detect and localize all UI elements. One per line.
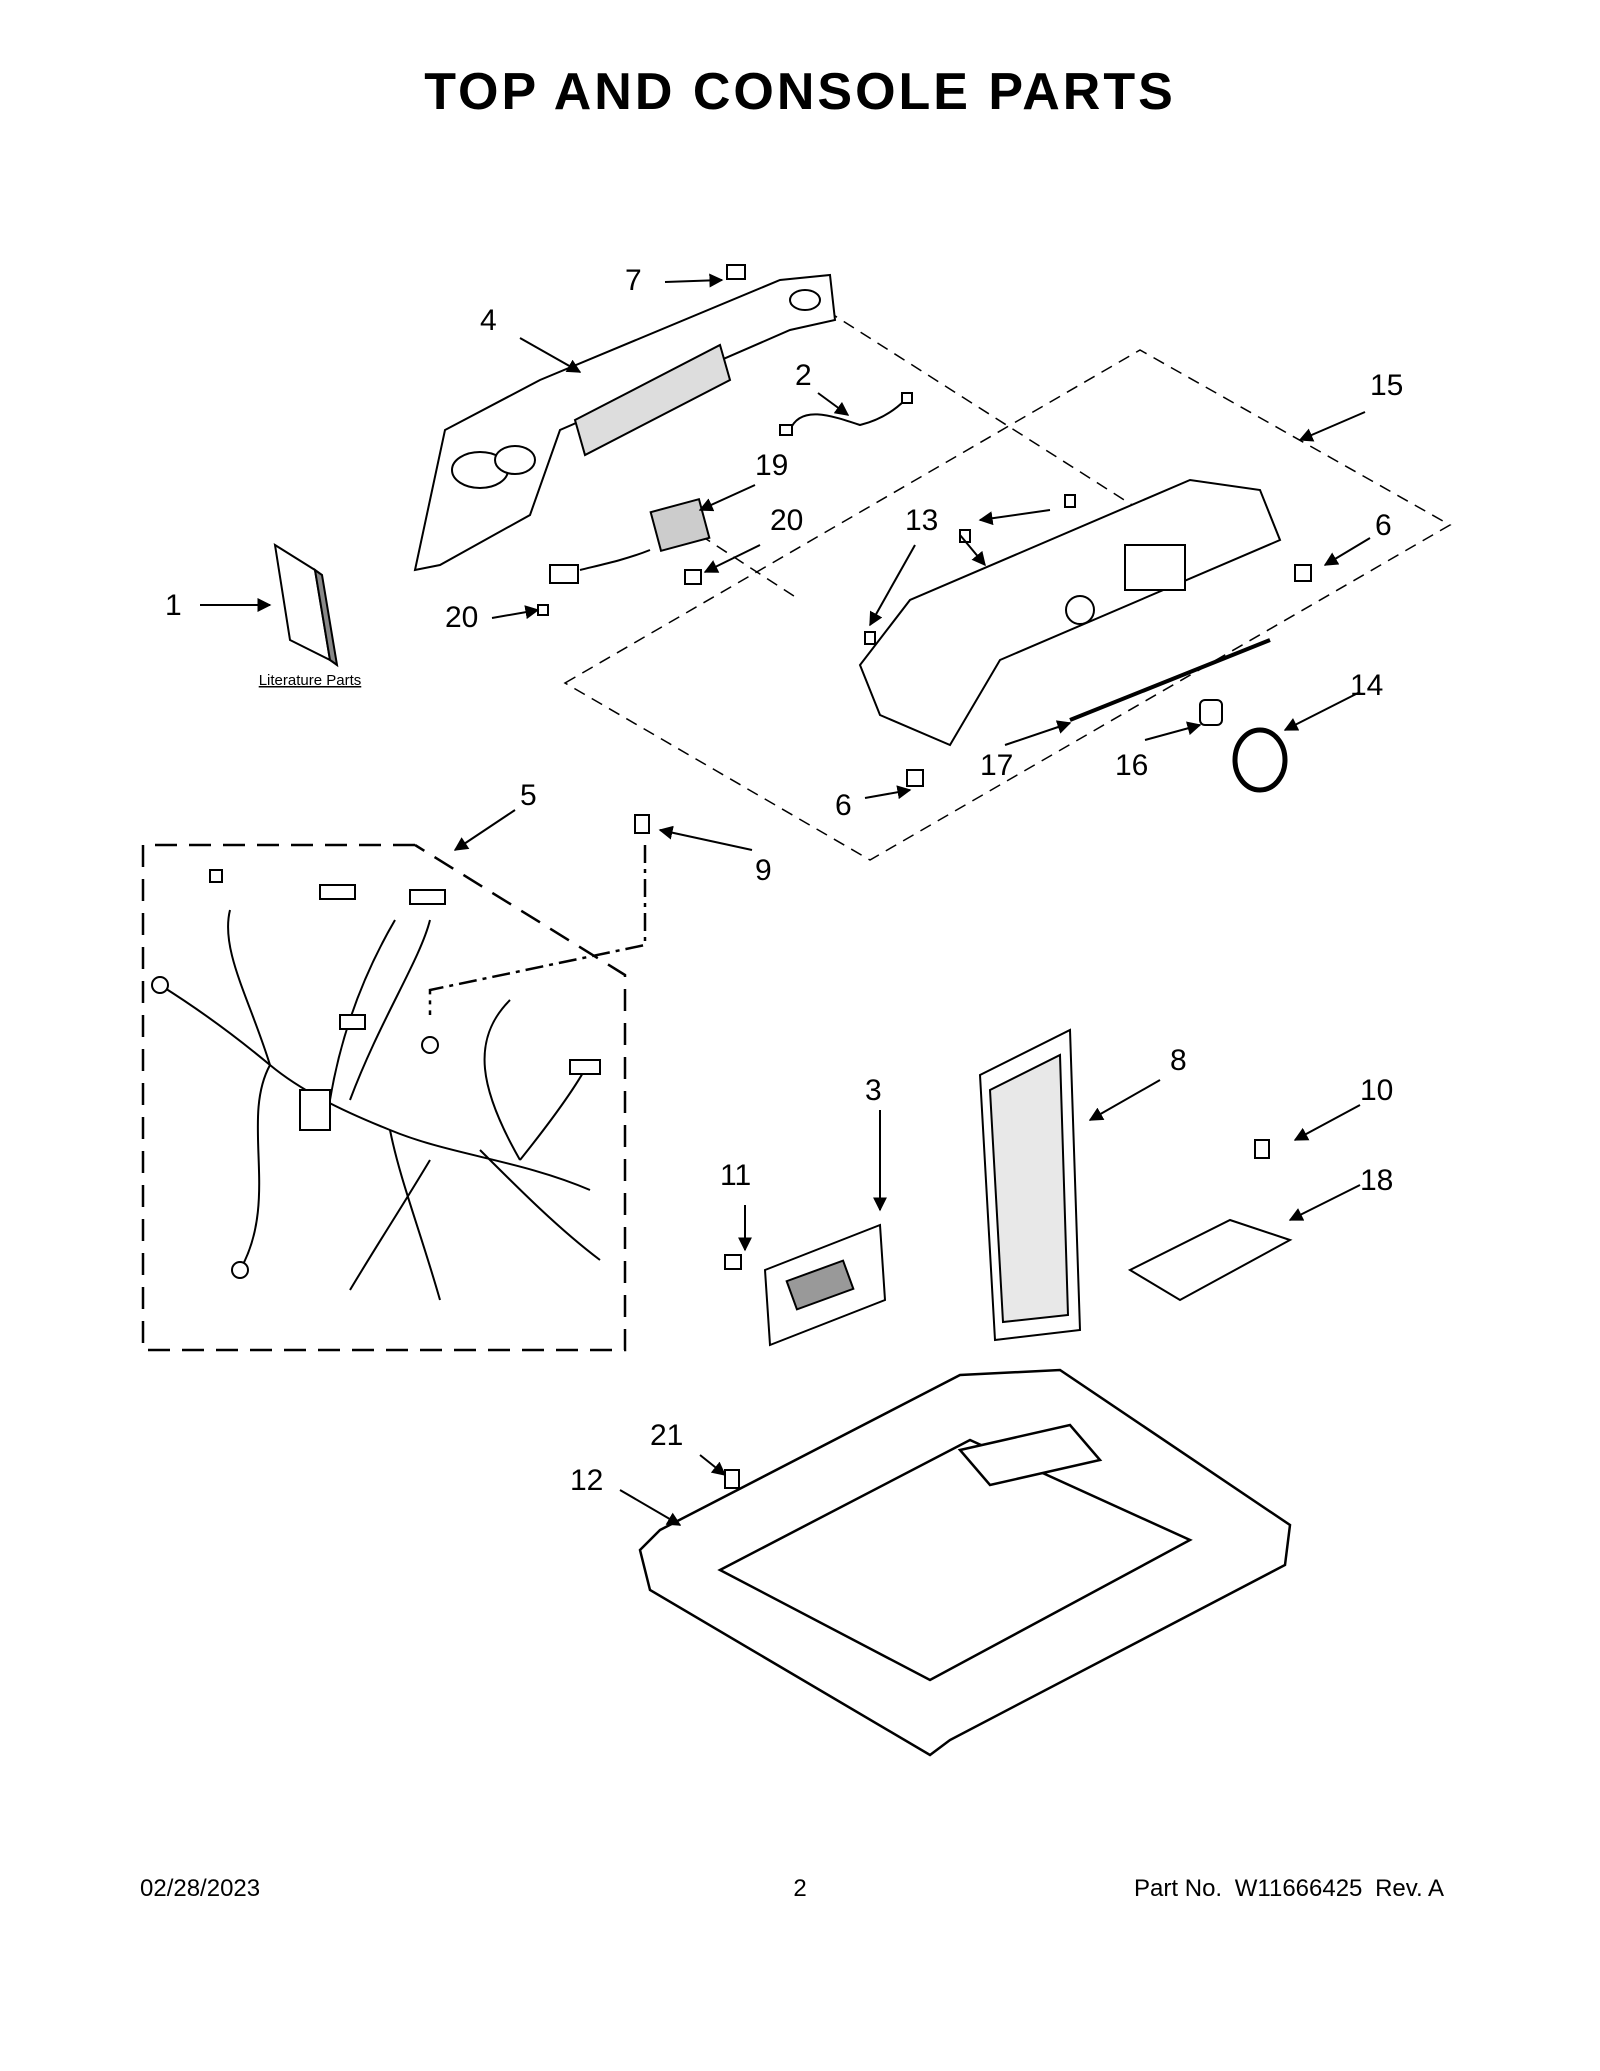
footer-page-number: 2 — [793, 1875, 807, 1902]
callout-11: 11 — [720, 1159, 751, 1192]
callout-18: 18 — [1360, 1164, 1393, 1197]
footer-date: 02/28/2023 — [140, 1875, 261, 1902]
callout-19: 19 — [755, 449, 788, 482]
callout-9: 9 — [755, 854, 772, 887]
console-assembly-outline — [563, 299, 1452, 861]
lens-strip — [1069, 638, 1271, 722]
electronic-control — [763, 1223, 887, 1347]
wire-jumper — [779, 392, 913, 436]
top-panel — [638, 1368, 1292, 1757]
callout-17: 17 — [980, 749, 1013, 782]
callout-20b: 20 — [445, 601, 478, 634]
console-front-panel — [858, 478, 1282, 747]
callout-8: 8 — [1170, 1044, 1187, 1077]
wire-harness — [159, 909, 601, 1301]
callout-6b: 6 — [835, 789, 852, 822]
callout-2: 2 — [795, 359, 812, 392]
literature-parts-booklet — [273, 542, 339, 668]
callout-leaders — [200, 273, 1371, 1526]
callout-21: 21 — [650, 1419, 683, 1452]
callout-12: 12 — [570, 1464, 603, 1497]
callout-14: 14 — [1350, 669, 1383, 702]
literature-parts-label: Literature Parts — [259, 672, 362, 689]
callout-1: 1 — [165, 589, 182, 622]
screws — [537, 264, 1312, 1489]
callout-4: 4 — [480, 304, 497, 337]
part-label: Part No. — [1134, 1875, 1223, 1902]
callout-3: 3 — [865, 1074, 882, 1107]
callout-10: 10 — [1360, 1074, 1393, 1107]
lint-screen — [978, 1028, 1082, 1342]
callout-6a: 6 — [1375, 509, 1392, 542]
callout-15: 15 — [1370, 369, 1403, 402]
callout-7: 7 — [625, 264, 642, 297]
page-title: TOP AND CONSOLE PARTS — [424, 63, 1176, 121]
callout-numbers: 1 2 3 4 5 6 6 7 8 9 10 11 12 13 14 15 16… — [165, 264, 1403, 1497]
revision: Rev. A — [1375, 1875, 1444, 1902]
filter-housing-cover — [1127, 1218, 1293, 1302]
control-board-assembly — [549, 497, 711, 584]
knob-and-ring — [1199, 699, 1288, 793]
callout-20a: 20 — [770, 504, 803, 537]
console-back-panel — [413, 273, 837, 572]
footer-part-number: Part No. W11666425 Rev. A — [1128, 1875, 1444, 1903]
harness-connectors — [151, 869, 601, 1279]
callout-16: 16 — [1115, 749, 1148, 782]
wire-harness-outline — [141, 843, 647, 1352]
callout-13: 13 — [905, 504, 938, 537]
callout-5: 5 — [520, 779, 537, 812]
part-number: W11666425 — [1234, 1875, 1363, 1902]
